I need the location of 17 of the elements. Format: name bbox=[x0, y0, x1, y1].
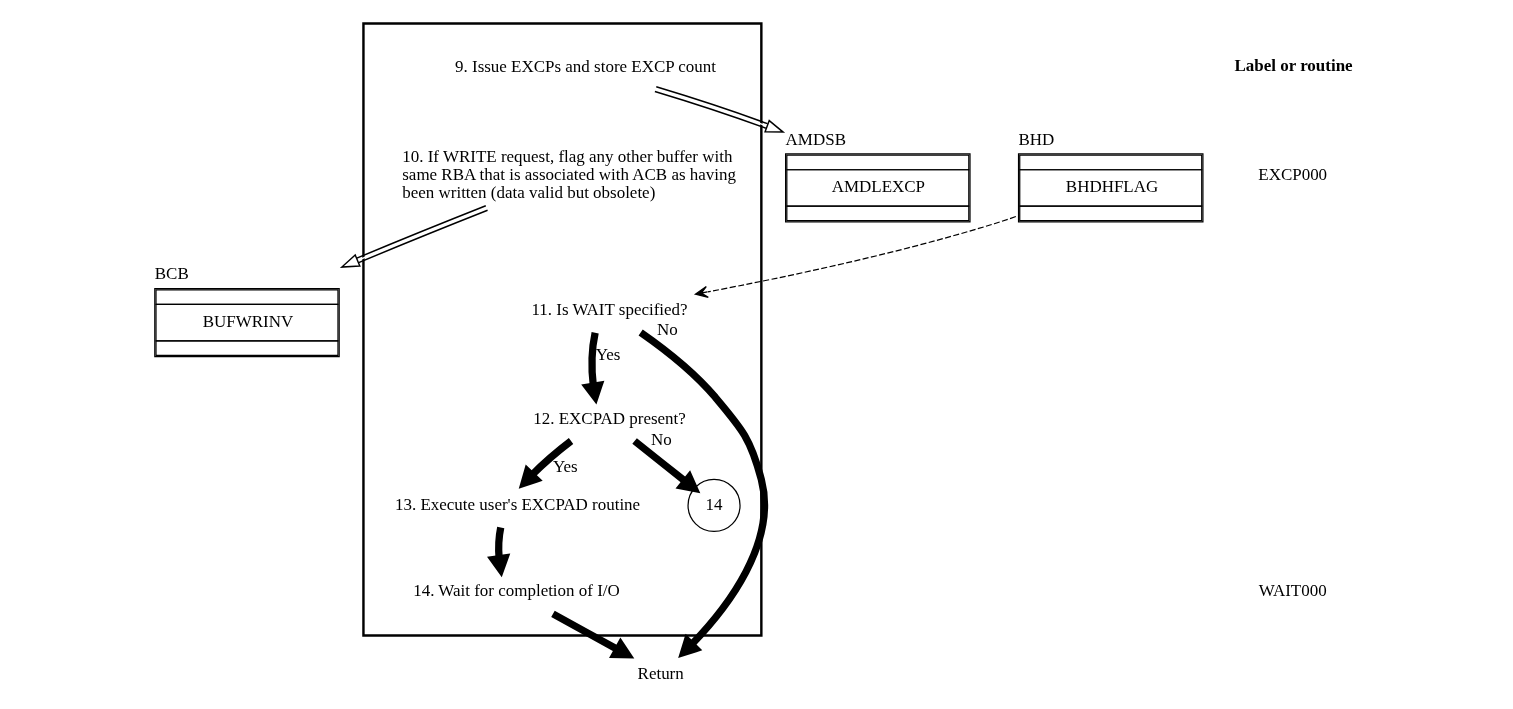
node-text: 10. If WRITE request, flag any other buffer with same RBA that is associated with ACB as having been written (data valid but obsolete) bbox=[402, 146, 736, 202]
edge-label: No bbox=[656, 319, 678, 339]
node-text: 11. Is WAIT specified? bbox=[531, 299, 688, 319]
label: Label or routine bbox=[1234, 55, 1353, 75]
node-text: 13. Execute user's EXCPAD routine bbox=[394, 494, 641, 514]
label: EXCP000 bbox=[1258, 164, 1328, 184]
node-text: 9. Issue EXCPs and store EXCP count bbox=[455, 56, 717, 76]
node-label: BHD bbox=[1018, 129, 1055, 149]
edge-label: Yes bbox=[595, 344, 621, 364]
node-label: AMDSB bbox=[785, 129, 846, 149]
node-text: Return bbox=[637, 663, 684, 683]
edge-label: No bbox=[650, 429, 672, 449]
edge-label: Yes bbox=[552, 456, 578, 476]
label: WAIT000 bbox=[1258, 580, 1327, 600]
node-label: BCB bbox=[154, 263, 189, 283]
node-text: 14. Wait for completion of I/O bbox=[413, 580, 620, 600]
node-text: 12. EXCPAD present? bbox=[533, 408, 686, 428]
